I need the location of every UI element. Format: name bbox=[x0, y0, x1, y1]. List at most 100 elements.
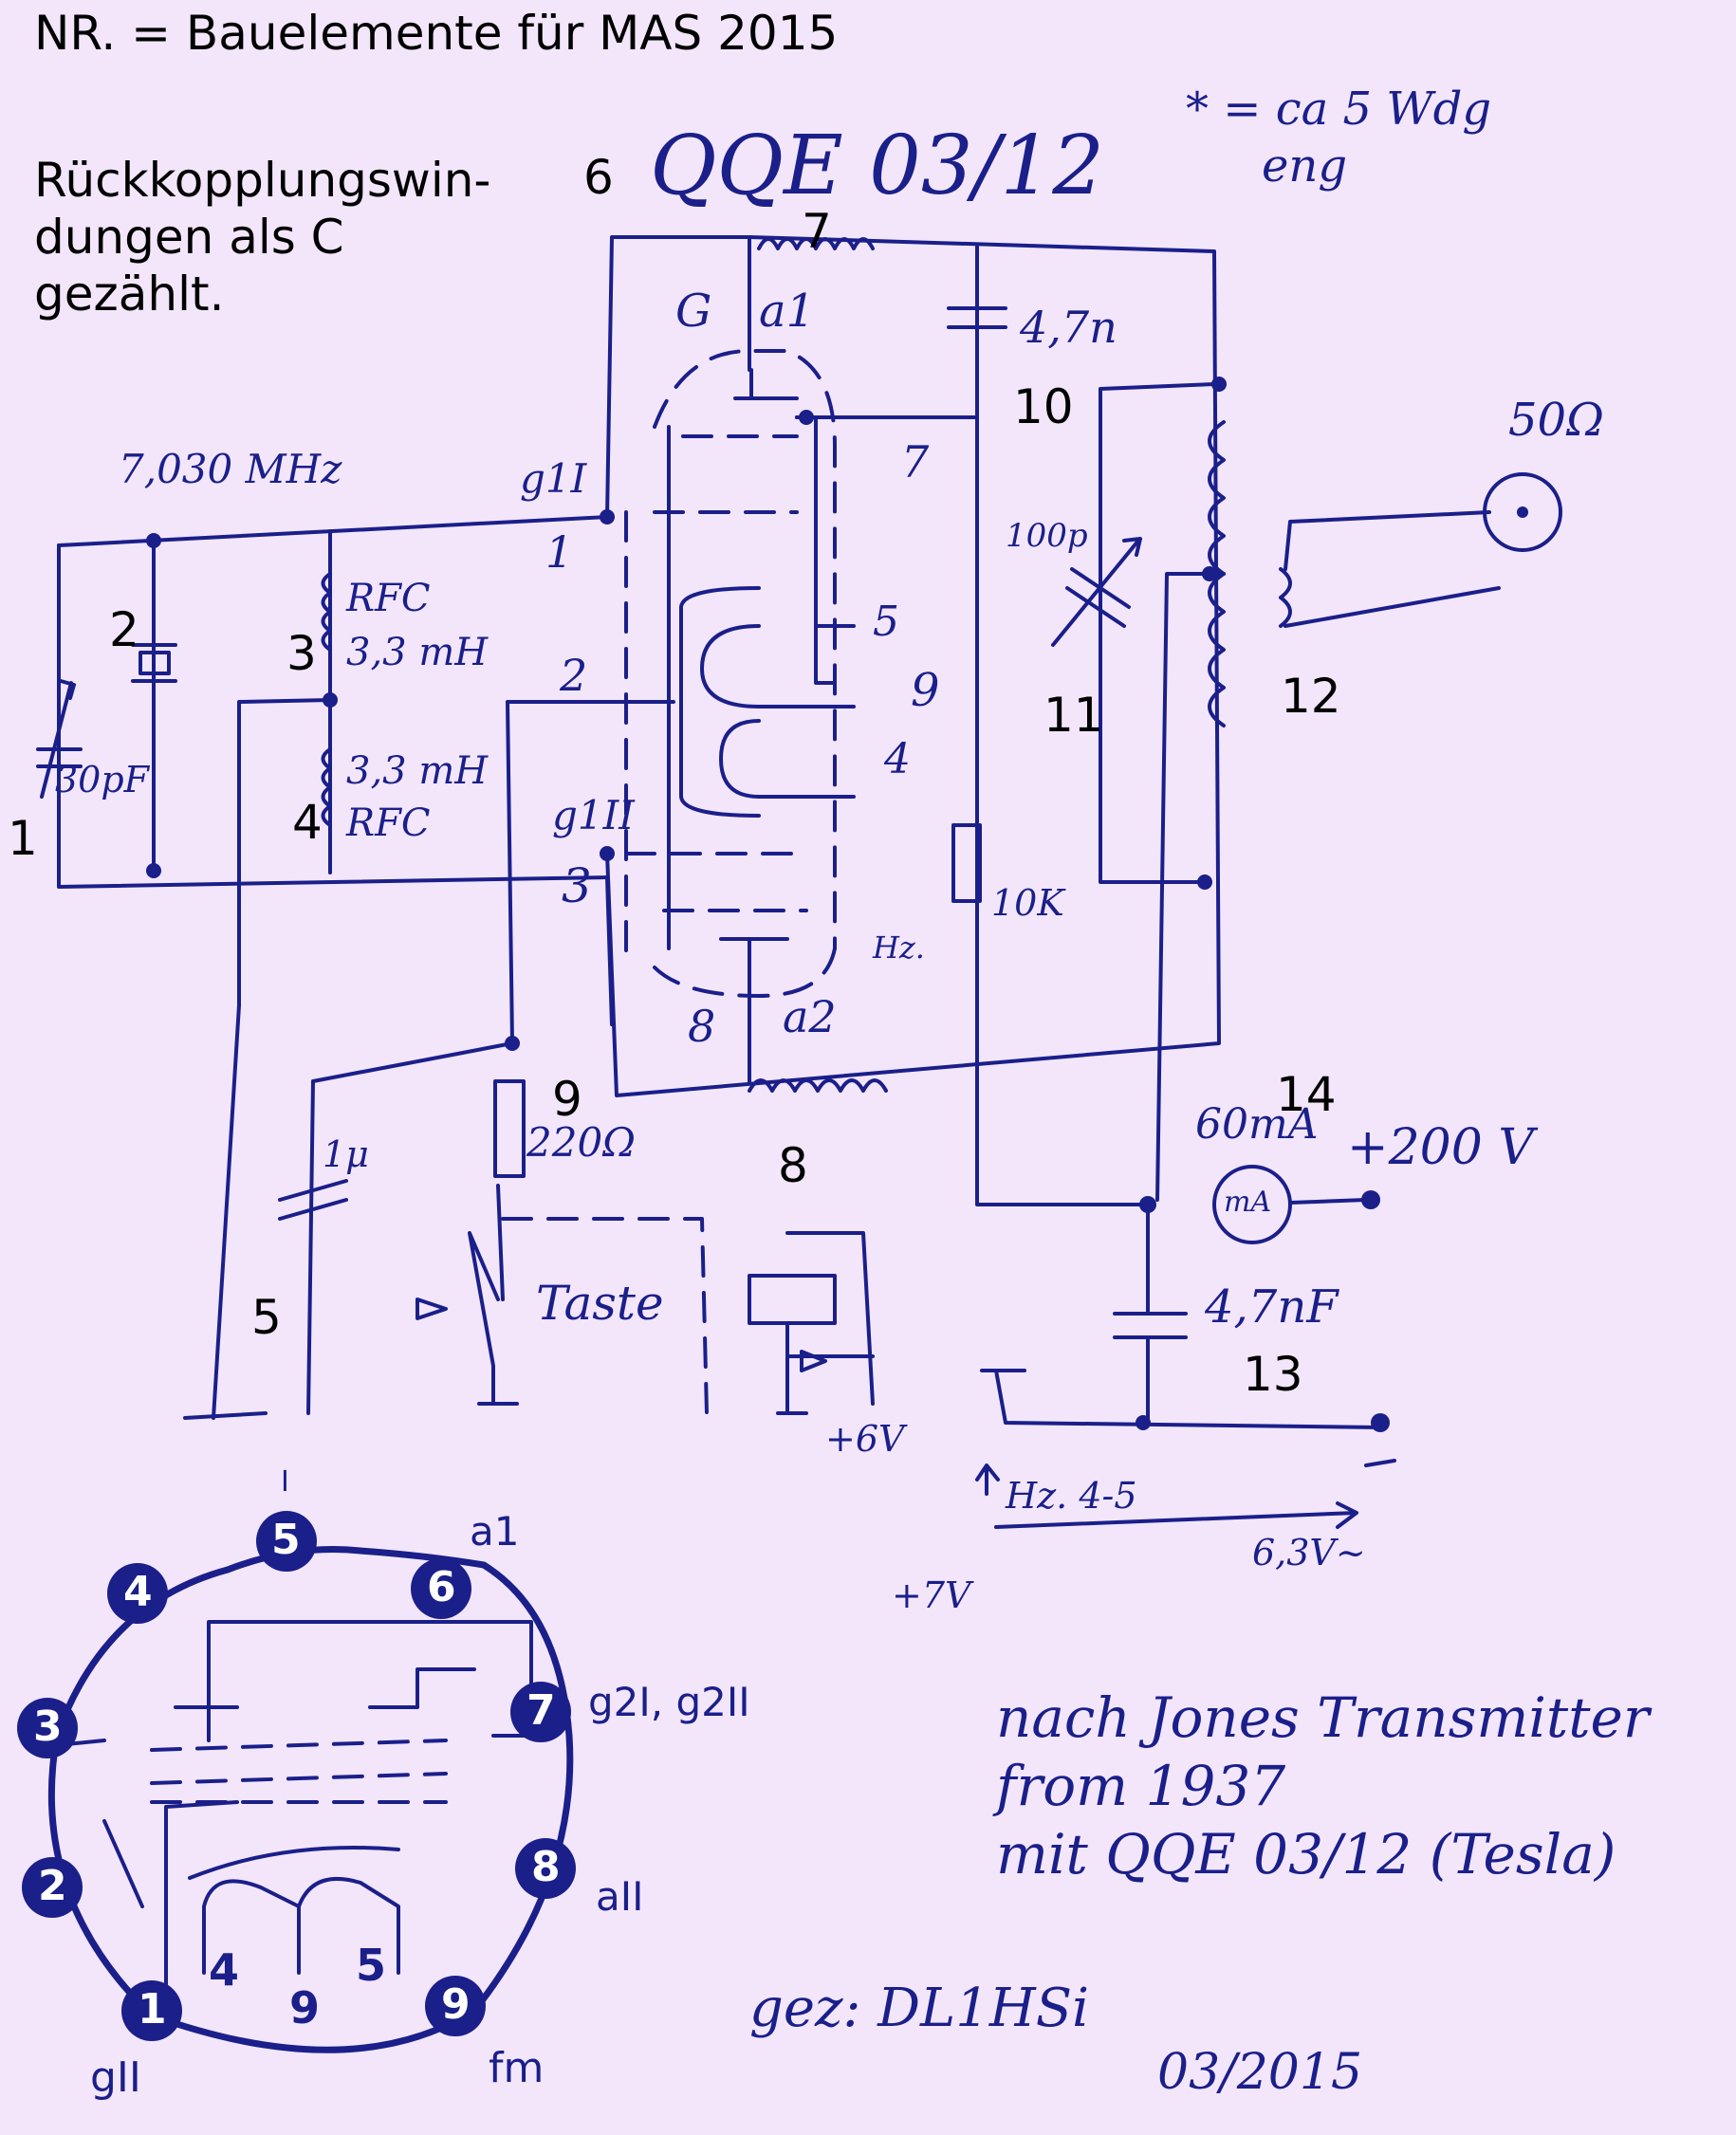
feedback-coil-8 bbox=[748, 1078, 888, 1093]
rfc2-label: RFC bbox=[346, 801, 431, 845]
ma-label: mA bbox=[1224, 1186, 1272, 1219]
component-number: 14 bbox=[1276, 1067, 1337, 1122]
pin4-label: 4 bbox=[884, 735, 911, 783]
tank-circuit bbox=[1051, 377, 1562, 1202]
a1-label: a1 bbox=[759, 285, 816, 338]
capacitor-13 bbox=[980, 1203, 1396, 1467]
component-number: 8 bbox=[778, 1138, 808, 1193]
component-number: 2 bbox=[109, 602, 139, 657]
pin1-label: 1 bbox=[545, 526, 574, 578]
rfc-choke-4 bbox=[321, 747, 332, 827]
freq-label: 7,030 MHz bbox=[119, 446, 342, 492]
header-note-line: gezählt. bbox=[34, 267, 225, 322]
v6-label: +6V bbox=[825, 1418, 905, 1460]
asterisk-note-line: eng bbox=[1262, 139, 1348, 193]
cap-1u-label: 1μ bbox=[323, 1133, 369, 1175]
component-number: 11 bbox=[1043, 688, 1104, 743]
feedback-coil-7 bbox=[757, 237, 875, 250]
socket-pin-label: 3 bbox=[33, 1702, 63, 1751]
tube-title: QQE 03/12 bbox=[650, 119, 1104, 213]
oscillator-wiring bbox=[57, 515, 609, 1420]
header-note-line: dungen als C bbox=[34, 210, 344, 265]
component-number: 5 bbox=[251, 1290, 282, 1345]
resistor-10k bbox=[951, 823, 982, 903]
rfc2-value: 3,3 mH bbox=[346, 749, 489, 793]
rfc1-label: RFC bbox=[346, 577, 431, 620]
key-label: Taste bbox=[536, 1276, 664, 1331]
tube-envelope bbox=[624, 349, 856, 1083]
socket-fm-label: fm bbox=[489, 2044, 545, 2092]
socket-pin-label: 2 bbox=[38, 1862, 67, 1910]
heater-label: Hz. 4-5 bbox=[1006, 1475, 1137, 1517]
signature: gez: DL1HSi bbox=[749, 1978, 1089, 2039]
socket-gII-label: gII bbox=[90, 2053, 141, 2102]
socket-pin-label: 1 bbox=[138, 1985, 167, 2034]
g1i-label: g1I bbox=[520, 455, 587, 502]
asterisk-note-line: * = ca 5 Wdg bbox=[1186, 83, 1492, 136]
g1ii-label: g1II bbox=[552, 792, 635, 838]
pin2-label: 2 bbox=[560, 650, 588, 701]
socket-pin-label: 6 bbox=[427, 1563, 456, 1611]
component-number: 7 bbox=[802, 204, 832, 259]
ma60-label: 60mA bbox=[1195, 1100, 1319, 1149]
pin8-label: 8 bbox=[688, 1001, 716, 1052]
rfc-choke-3 bbox=[321, 572, 332, 652]
component-number: 10 bbox=[1013, 379, 1074, 434]
load-label: 50Ω bbox=[1508, 394, 1604, 447]
g-label: G bbox=[675, 285, 712, 338]
date-label: 03/2015 bbox=[1157, 2044, 1363, 2101]
socket-top-label: I bbox=[281, 1465, 289, 1499]
rfc1-value: 3,3 mH bbox=[346, 631, 489, 674]
socket-heater-4: 4 bbox=[209, 1944, 240, 1996]
credit-line: mit QQE 03/12 (Tesla) bbox=[996, 1822, 1616, 1887]
component-number: 1 bbox=[8, 811, 38, 866]
component-number: 4 bbox=[292, 795, 323, 850]
socket-a2-label: aII bbox=[596, 1873, 644, 1920]
socket-g2-label: g2I, g2II bbox=[588, 1679, 750, 1725]
capacitor-6 bbox=[947, 249, 1007, 419]
component-number: 3 bbox=[286, 626, 317, 681]
pin5-label: 5 bbox=[873, 598, 899, 646]
component-number: 13 bbox=[1243, 1347, 1303, 1402]
a2-label: a2 bbox=[783, 991, 837, 1042]
cap-100p-label: 100p bbox=[1006, 517, 1088, 555]
component-number: 6 bbox=[583, 150, 614, 205]
r220-label: 220Ω bbox=[526, 1119, 636, 1166]
component-number: 9 bbox=[552, 1072, 582, 1127]
credit-line: from 1937 bbox=[996, 1754, 1286, 1818]
heater-voltage-label: 6,3V~ bbox=[1252, 1532, 1366, 1574]
socket-pin-label: 9 bbox=[441, 1980, 471, 2029]
keying-circuit bbox=[416, 1184, 875, 1415]
socket-pin-label: 4 bbox=[123, 1568, 153, 1616]
pin9-label: 9 bbox=[911, 664, 940, 717]
milliammeter-14 bbox=[1139, 1165, 1380, 1244]
credit-line: nach Jones Transmitter bbox=[996, 1685, 1650, 1750]
v7-label: +7V bbox=[892, 1574, 971, 1616]
heater-arrows bbox=[975, 1463, 1358, 1529]
trimmer-capacitor-1 bbox=[36, 679, 83, 799]
socket-heater-5: 5 bbox=[356, 1940, 387, 1991]
header-title: NR. = Bauelemente für MAS 2015 bbox=[34, 6, 839, 61]
cap-4n7-label: 4,7n bbox=[1020, 302, 1117, 353]
socket-a1-label: a1 bbox=[470, 1508, 520, 1555]
socket-pin-label: 8 bbox=[531, 1843, 561, 1891]
crystal-2 bbox=[131, 643, 177, 683]
socket-pins bbox=[17, 1511, 576, 2041]
hz-label: Hz. bbox=[873, 929, 925, 966]
header-note-line: Rückkopplungswin- bbox=[34, 153, 491, 208]
hv-label: +200 V bbox=[1347, 1119, 1534, 1176]
socket-diagram bbox=[47, 1546, 574, 2053]
trimmer-label: 30pF bbox=[55, 759, 150, 801]
r10k-label: 10K bbox=[991, 882, 1064, 924]
component-number: 12 bbox=[1281, 669, 1341, 724]
socket-pin-label: 7 bbox=[526, 1686, 556, 1735]
pin3-label: 3 bbox=[562, 858, 592, 913]
cap-4n7f-label: 4,7nF bbox=[1205, 1280, 1339, 1334]
resistor-9 bbox=[493, 1079, 526, 1178]
pin7-label: 7 bbox=[901, 436, 930, 488]
socket-heater-9: 9 bbox=[289, 1982, 321, 2034]
